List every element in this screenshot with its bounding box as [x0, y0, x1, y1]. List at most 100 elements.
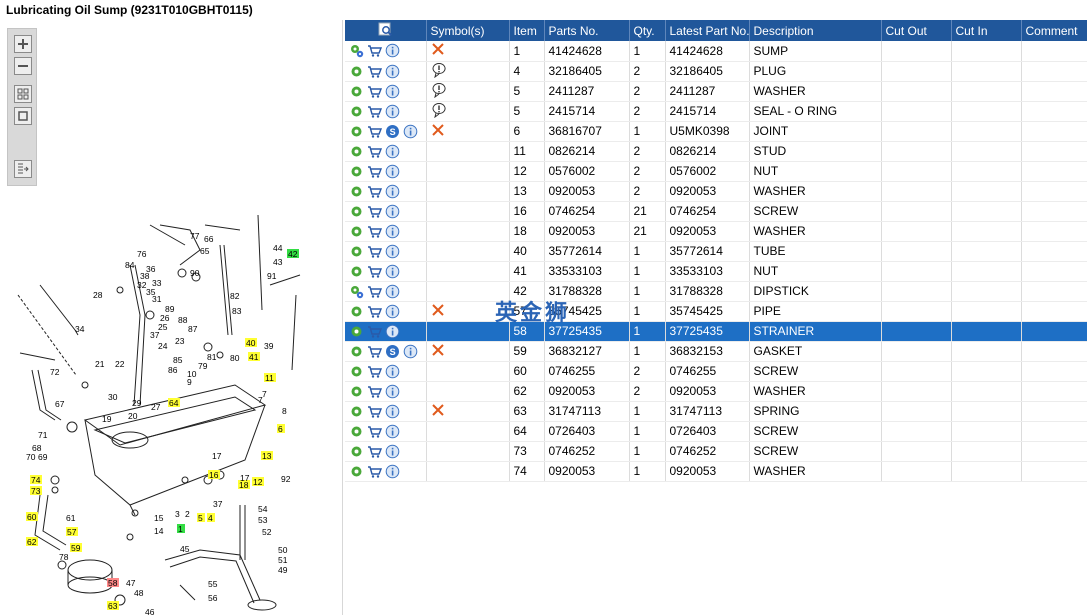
gear-icon[interactable] — [349, 364, 364, 379]
column-header-parts-no[interactable]: Parts No. — [544, 20, 630, 41]
column-header-qty[interactable]: Qty. — [629, 20, 666, 41]
info-icon[interactable] — [385, 264, 400, 279]
info-icon[interactable] — [385, 464, 400, 479]
gear-icon[interactable] — [349, 84, 364, 99]
exploded-parts-diagram[interactable]: 74 73 60 62 57 59 58 63 40 41 11 64 6 13… — [0, 205, 343, 615]
shopping-cart-icon[interactable] — [367, 404, 382, 419]
gear-icon[interactable] — [349, 164, 364, 179]
info-icon[interactable] — [385, 304, 400, 319]
info-icon[interactable] — [385, 204, 400, 219]
gear-icon[interactable] — [349, 444, 364, 459]
column-header-cut-out[interactable]: Cut Out — [881, 20, 952, 41]
actual-size-button[interactable] — [14, 107, 32, 125]
info-icon[interactable] — [385, 64, 400, 79]
shopping-cart-icon[interactable] — [367, 424, 382, 439]
shopping-cart-icon[interactable] — [367, 84, 382, 99]
shopping-cart-icon[interactable] — [367, 224, 382, 239]
shopping-cart-icon[interactable] — [367, 104, 382, 119]
info-icon[interactable] — [385, 104, 400, 119]
shopping-cart-icon[interactable] — [367, 124, 382, 139]
parts-group-icon[interactable] — [349, 43, 364, 58]
gear-icon[interactable] — [349, 384, 364, 399]
column-header-item[interactable]: Item — [509, 20, 545, 41]
shopping-cart-icon[interactable] — [367, 444, 382, 459]
info-icon[interactable] — [385, 324, 400, 339]
shopping-cart-icon[interactable] — [367, 324, 382, 339]
column-header-latest-part-no[interactable]: Latest Part No. — [665, 20, 750, 41]
column-header-actions[interactable] — [345, 20, 427, 41]
supersession-icon[interactable]: S — [385, 344, 400, 359]
shopping-cart-icon[interactable] — [367, 264, 382, 279]
gear-icon[interactable] — [349, 64, 364, 79]
gear-icon[interactable] — [349, 304, 364, 319]
shopping-cart-icon[interactable] — [367, 304, 382, 319]
shopping-cart-icon[interactable] — [367, 184, 382, 199]
gear-icon[interactable] — [349, 464, 364, 479]
info-icon[interactable] — [385, 164, 400, 179]
gear-icon[interactable] — [349, 244, 364, 259]
shopping-cart-icon[interactable] — [367, 64, 382, 79]
shopping-cart-icon[interactable] — [367, 364, 382, 379]
fit-view-button[interactable] — [14, 85, 32, 103]
gear-icon[interactable] — [349, 124, 364, 139]
parts-grid[interactable]: Symbol(s) Item Parts No. Qty. Latest Par… — [345, 20, 1087, 615]
shopping-cart-icon[interactable] — [367, 43, 382, 58]
shopping-cart-icon[interactable] — [367, 344, 382, 359]
gear-icon[interactable] — [349, 184, 364, 199]
info-icon[interactable] — [385, 43, 400, 58]
column-header-description[interactable]: Description — [749, 20, 882, 41]
info-icon[interactable] — [385, 404, 400, 419]
gear-icon[interactable] — [349, 424, 364, 439]
supersession-icon[interactable]: S — [385, 124, 400, 139]
info-icon[interactable] — [385, 244, 400, 259]
info-icon[interactable] — [385, 224, 400, 239]
column-header-symbols[interactable]: Symbol(s) — [426, 20, 510, 41]
info-icon[interactable] — [385, 424, 400, 439]
gear-icon[interactable] — [349, 404, 364, 419]
gear-icon[interactable] — [349, 144, 364, 159]
info-icon[interactable] — [385, 184, 400, 199]
shopping-cart-icon[interactable] — [367, 464, 382, 479]
info-icon[interactable] — [403, 124, 418, 139]
gear-icon[interactable] — [349, 204, 364, 219]
shopping-cart-icon[interactable] — [367, 284, 382, 299]
parts-group-icon[interactable] — [349, 284, 364, 299]
info-icon[interactable] — [385, 284, 400, 299]
info-icon[interactable] — [385, 84, 400, 99]
shopping-cart-icon[interactable] — [367, 384, 382, 399]
gear-icon[interactable] — [349, 264, 364, 279]
info-icon[interactable] — [403, 344, 418, 359]
export-list-button[interactable] — [14, 160, 32, 178]
gear-icon[interactable] — [349, 104, 364, 119]
info-icon[interactable] — [385, 444, 400, 459]
column-header-cut-in[interactable]: Cut In — [951, 20, 1022, 41]
gear-icon[interactable] — [349, 344, 364, 359]
info-icon[interactable] — [385, 384, 400, 399]
shopping-cart-icon[interactable] — [367, 164, 382, 179]
column-header-comment[interactable]: Comment — [1021, 20, 1087, 41]
info-icon[interactable] — [385, 364, 400, 379]
shopping-cart-icon[interactable] — [367, 204, 382, 219]
gear-icon[interactable] — [349, 224, 364, 239]
diagram-pane[interactable]: 74 73 60 62 57 59 58 63 40 41 11 64 6 13… — [0, 20, 343, 615]
info-icon[interactable] — [385, 144, 400, 159]
